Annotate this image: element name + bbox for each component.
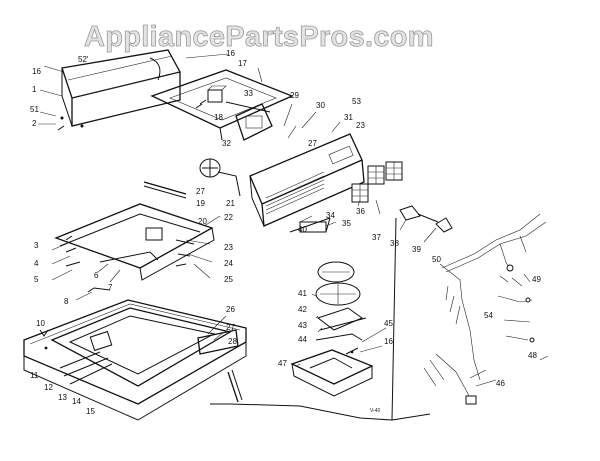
label-21: 21: [226, 199, 235, 208]
label-26: 26: [226, 305, 235, 314]
label-47: 47: [278, 359, 287, 368]
label-23-mid: 23: [224, 243, 233, 252]
label-11: 11: [30, 371, 39, 380]
label-50: 50: [432, 255, 441, 264]
hinge-bracket-part: [54, 203, 215, 281]
label-42: 42: [298, 305, 307, 314]
label-20: 20: [198, 217, 207, 226]
outer-cover-part: [57, 49, 181, 131]
label-19: 19: [196, 199, 205, 208]
label-49: 49: [532, 275, 541, 284]
label-54: 54: [484, 311, 493, 320]
label-29: 29: [290, 91, 299, 100]
shaft-part: [399, 205, 453, 233]
label-1: 1: [32, 85, 37, 94]
base-tray-part: [290, 349, 374, 397]
label-43: 43: [298, 321, 307, 330]
label-27-mid: 27: [196, 187, 205, 196]
label-40: 40: [298, 225, 307, 234]
label-7: 7: [108, 283, 113, 292]
label-16-left: 16: [32, 67, 41, 76]
label-18: 18: [214, 113, 223, 122]
label-36: 36: [356, 207, 365, 216]
label-35: 35: [342, 219, 351, 228]
label-27-top: 27: [308, 139, 317, 148]
label-16-top: 16: [226, 49, 235, 58]
label-25: 25: [224, 275, 233, 284]
label-13: 13: [58, 393, 67, 402]
drawing-code: V-40: [370, 408, 381, 414]
label-14: 14: [72, 397, 81, 406]
label-53: 53: [352, 97, 361, 106]
label-15: 15: [86, 407, 95, 416]
label-16-lower: 16: [384, 337, 393, 346]
label-10: 10: [36, 319, 45, 328]
label-51: 51: [30, 105, 39, 114]
part-labels: 52' 16 17 16 1 51 2 33 18 32 29 30 53 31…: [30, 49, 541, 416]
label-38: 38: [390, 239, 399, 248]
label-6: 6: [94, 271, 99, 280]
label-45: 45: [384, 319, 393, 328]
label-37: 37: [372, 233, 381, 242]
control-bracket-part: [143, 133, 365, 227]
turntable-parts: [315, 261, 367, 355]
label-3: 3: [34, 241, 39, 250]
label-33: 33: [244, 89, 253, 98]
label-22: 22: [224, 213, 233, 222]
label-46: 46: [496, 379, 505, 388]
control-cover-part: [150, 69, 294, 141]
label-5: 5: [34, 275, 39, 284]
wiring-harness-part: [210, 213, 549, 421]
leader-lines: [38, 53, 437, 367]
label-17: 17: [238, 59, 247, 68]
label-41: 41: [298, 289, 307, 298]
label-31: 31: [344, 113, 353, 122]
label-34: 34: [326, 211, 335, 220]
label-39: 39: [412, 245, 421, 254]
label-4: 4: [34, 259, 39, 268]
relay-block-parts: [289, 161, 403, 233]
door-frame-part: [23, 287, 247, 421]
label-27-door: 27: [226, 323, 235, 332]
label-24: 24: [224, 259, 233, 268]
label-32: 32: [222, 139, 231, 148]
label-44: 44: [298, 335, 307, 344]
label-28: 28: [228, 337, 237, 346]
label-30: 30: [316, 101, 325, 110]
label-12: 12: [44, 383, 53, 392]
label-8: 8: [64, 297, 69, 306]
label-2: 2: [32, 119, 37, 128]
label-52: 52': [78, 55, 89, 64]
label-23-top: 23: [356, 121, 365, 130]
label-48: 48: [528, 351, 537, 360]
watermark-text: AppliancePartsPros.com: [84, 21, 434, 53]
